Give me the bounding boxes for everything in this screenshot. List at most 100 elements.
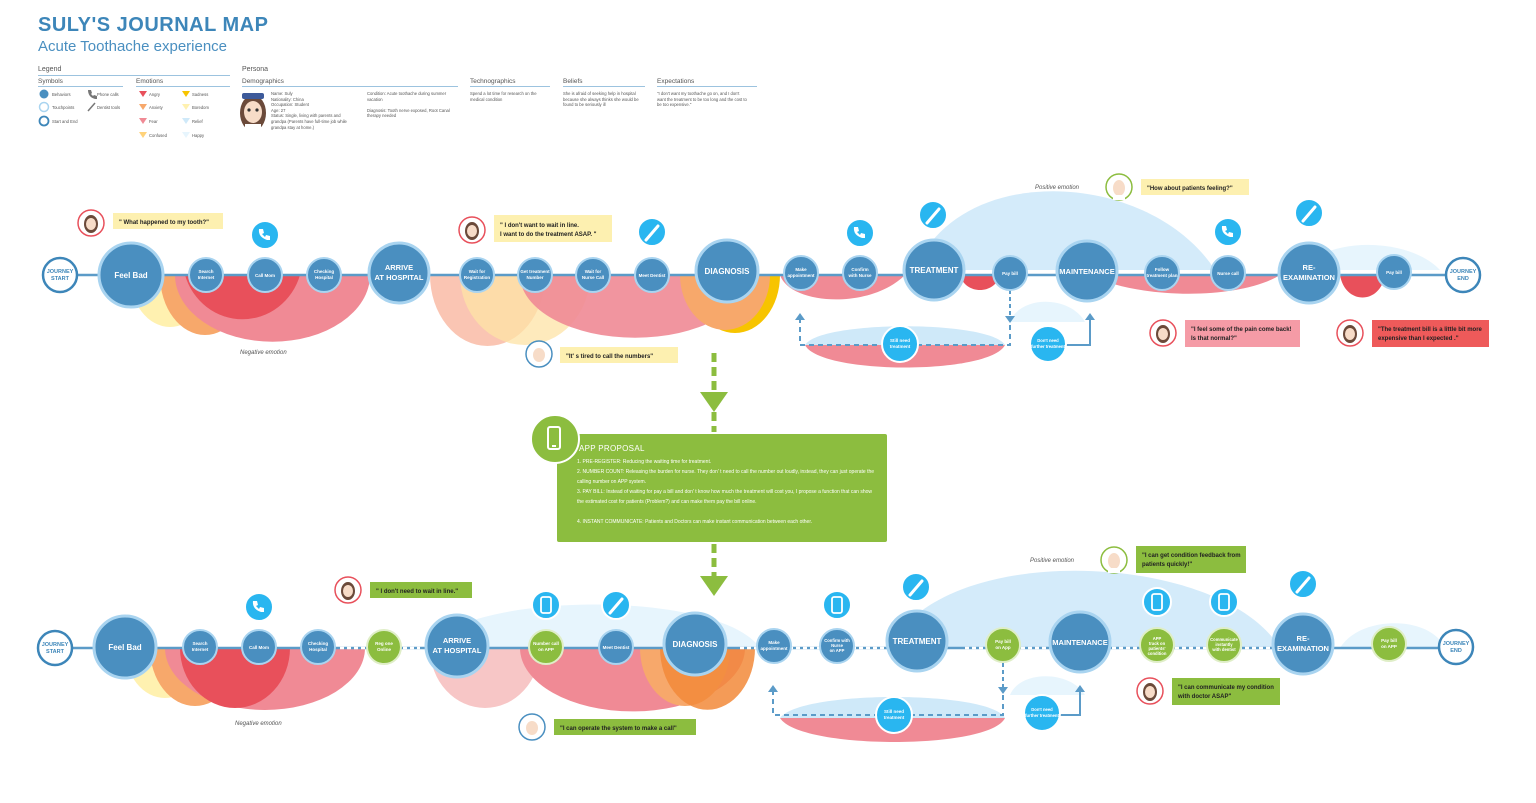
svg-text:Search: Search	[198, 269, 213, 274]
j2-diagnosis: DIAGNOSIS	[673, 640, 719, 649]
svg-text:Reg one: Reg one	[375, 641, 393, 646]
svg-text:Wait for: Wait for	[585, 269, 602, 274]
svg-text:JOURNEY: JOURNEY	[1450, 269, 1477, 275]
j1-nurse-call: Nurse call	[1217, 271, 1239, 276]
svg-text:RE-: RE-	[1297, 634, 1310, 643]
svg-text:appointment: appointment	[761, 646, 788, 651]
svg-text:Pay bill: Pay bill	[995, 639, 1011, 644]
svg-text:with doctor ASAP": with doctor ASAP"	[1177, 694, 1231, 700]
legend-title: Legend	[38, 66, 62, 73]
svg-text:Confirm: Confirm	[851, 267, 868, 272]
legend-emotion-happy: Happy	[192, 133, 205, 138]
svg-text:JOURNEY: JOURNEY	[1443, 641, 1470, 647]
legend-emotion-angry: Angry	[149, 92, 160, 97]
j2-meet-dentist: Meet Dentist	[603, 645, 630, 650]
svg-text:START: START	[46, 649, 65, 655]
journey2-nodes: JOURNEY START Feel Bad Search Internet C…	[36, 609, 1475, 734]
svg-text:RE-: RE-	[1303, 263, 1316, 272]
j1-quote-3: "It' s tired to call the numbers"	[566, 354, 653, 360]
legend-emotions-title: Emotions	[136, 78, 164, 85]
svg-text:END: END	[1457, 276, 1469, 282]
legend-emotion-confused: Confused	[149, 133, 167, 138]
svg-text:instantly: instantly	[1215, 642, 1233, 647]
legend-emotion-sadness: Sadness	[192, 92, 209, 97]
j2-negative-label: Negative emotion	[235, 721, 282, 727]
page-subtitle: Acute Toothache experience	[38, 38, 228, 55]
proposal-item-2: 2. NUMBER COUNT: Releasing the burden fo…	[577, 469, 875, 485]
svg-text:APP: APP	[1153, 636, 1162, 641]
dentist-tool-icon	[1301, 205, 1317, 223]
j1-call-mom: Call Mom	[255, 273, 275, 278]
svg-text:patients quickly!": patients quickly!"	[1142, 562, 1192, 568]
persona-title: Persona	[242, 66, 269, 73]
journey1-start	[41, 256, 79, 294]
svg-text:with dentist: with dentist	[1211, 647, 1236, 652]
smartphone-icon	[540, 596, 552, 614]
j1-positive-label: Positive emotion	[1035, 185, 1080, 191]
phone-icon	[252, 601, 264, 612]
swatch-touchpoint	[38, 101, 50, 113]
svg-text:treatment: treatment	[884, 715, 905, 720]
svg-text:with Nurse: with Nurse	[847, 273, 872, 278]
phone-icon	[853, 227, 865, 238]
svg-text:patients': patients'	[1148, 646, 1165, 651]
persona-beliefs: She is afraid of seeking help in hospita…	[563, 91, 639, 108]
j2-feel-bad: Feel Bad	[108, 643, 141, 652]
svg-text:Hospital: Hospital	[309, 647, 327, 652]
svg-text:JOURNEY: JOURNEY	[42, 642, 69, 648]
svg-text:Communicate: Communicate	[1210, 637, 1238, 642]
svg-text:Is that normal?": Is that normal?"	[1191, 336, 1237, 342]
svg-text:ARRIVE: ARRIVE	[385, 263, 413, 272]
persona-avatar	[240, 93, 266, 136]
persona-condition: Condition: Acute toothache during summer…	[367, 91, 450, 119]
svg-text:condition: condition	[1148, 651, 1167, 656]
j2-quote-2: "I can operate the system to make a call…	[560, 726, 677, 732]
dentist-tool-icon	[925, 207, 941, 225]
svg-text:ARRIVE: ARRIVE	[443, 636, 471, 645]
j2-maintenance: MAINTENANCE	[1052, 638, 1107, 647]
proposal-title: APP PROPOSAL	[579, 444, 645, 453]
svg-text:expensive than I expected .": expensive than I expected ."	[1378, 336, 1459, 342]
j2-treatment: TREATMENT	[893, 637, 942, 646]
dentist-tool-icon	[908, 579, 924, 597]
svg-text:Hospital: Hospital	[315, 275, 333, 280]
legend-symbols-title: Symbols	[38, 78, 63, 85]
legend-symbol-phone: Phone calls	[97, 92, 119, 97]
journey1-quotes: " What happened to my tooth?" " I don't …	[77, 173, 1489, 368]
swatch-start-end	[38, 115, 50, 127]
legend-emotion-anxiety: Anxiety	[149, 105, 163, 110]
phone-icon	[258, 229, 270, 240]
svg-text:" I don't want to wait in line: " I don't want to wait in line.	[500, 223, 579, 229]
svg-text:Make: Make	[768, 640, 780, 645]
svg-text:track on: track on	[1149, 641, 1166, 646]
svg-text:Online: Online	[377, 647, 391, 652]
svg-text:Make: Make	[795, 267, 807, 272]
svg-text:Number: Number	[526, 275, 543, 280]
svg-text:Internet: Internet	[192, 647, 209, 652]
persona-technographics-title: Technographics	[470, 78, 516, 85]
legend-emotion-relief: Relief	[192, 119, 203, 124]
legend-swatches	[38, 89, 190, 138]
smartphone-icon	[831, 596, 843, 614]
j1-quote-4: "How about patients feeling?"	[1147, 186, 1233, 192]
persona-demographics-title: Demographics	[242, 78, 284, 85]
svg-text:"I can get condition feedback: "I can get condition feedback from	[1142, 553, 1241, 559]
proposal-item-1: 1. PRE-REGISTER: Reducing the waiting ti…	[577, 459, 712, 465]
j2-positive-label: Positive emotion	[1030, 558, 1075, 564]
svg-text:Wait for: Wait for	[469, 269, 486, 274]
legend-emotion-boredom: Boredom	[192, 105, 209, 110]
svg-text:EXAMINATION: EXAMINATION	[1277, 644, 1329, 653]
svg-text:"I feel some of the pain come: "I feel some of the pain come back!	[1191, 327, 1292, 333]
page-title: SULY'S JOURNAL MAP	[38, 14, 269, 36]
j1-feel-bad: Feel Bad	[114, 271, 147, 280]
legend-symbol-touchpoints: Touchpoints	[52, 105, 75, 110]
journey1-touchpoints	[250, 198, 1324, 250]
svg-text:START: START	[51, 276, 70, 282]
j1-treatment: TREATMENT	[910, 266, 959, 275]
dentist-tool-icon	[608, 597, 624, 615]
svg-text:Still need: Still need	[884, 709, 904, 714]
svg-text:on APP: on APP	[1381, 644, 1397, 649]
svg-text:"I can communicate my conditio: "I can communicate my condition	[1178, 685, 1274, 691]
